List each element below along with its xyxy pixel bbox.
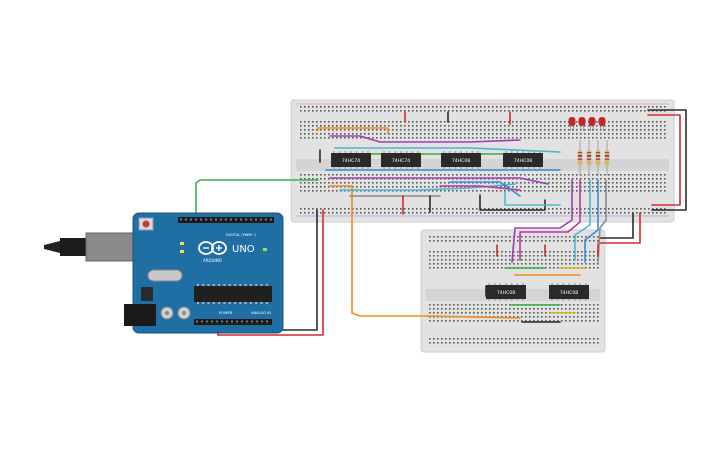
resistor-group xyxy=(577,140,610,176)
chip-label: 74HC08 xyxy=(452,158,470,164)
resistor-3[interactable] xyxy=(595,140,601,176)
voltage-regulator xyxy=(141,287,153,301)
reset-icon[interactable] xyxy=(142,220,150,228)
chips-top: 74HC74 74HC74 74HC08 74HC08 xyxy=(331,151,543,169)
atmega-chip xyxy=(194,286,272,302)
wire-red-bridge xyxy=(597,212,641,244)
mcu-pins xyxy=(197,284,268,304)
resistor-1[interactable] xyxy=(577,140,583,176)
led-4[interactable] xyxy=(598,117,606,131)
led-1[interactable] xyxy=(568,117,576,131)
resistor-4[interactable] xyxy=(604,140,610,176)
chip-bottom-2[interactable]: 74HC08 xyxy=(549,283,589,301)
chip-label: 74HC74 xyxy=(342,158,360,164)
chips-bottom: 74HC08 74HC08 xyxy=(486,283,589,301)
wire-green-arduino xyxy=(195,179,319,214)
chip-top-1[interactable]: 74HC74 xyxy=(331,151,371,169)
power-jack xyxy=(124,304,156,326)
chip-top-4[interactable]: 74HC08 xyxy=(503,151,543,169)
chip-label: 74HC08 xyxy=(560,290,578,296)
digital-label: DIGITAL (PWM~) xyxy=(226,233,256,237)
chip-label: 74HC08 xyxy=(497,290,515,296)
wire-red-right xyxy=(647,114,681,206)
analog-label: ANALOG IN xyxy=(251,311,271,315)
wire-black-right xyxy=(647,109,687,211)
wire-black-bridge xyxy=(599,212,634,239)
chip-label: 74HC74 xyxy=(392,158,410,164)
usb-cable xyxy=(34,232,135,262)
digital-header[interactable] xyxy=(178,217,274,223)
wire-orange-top xyxy=(317,127,389,134)
brand-label: ARDUINO xyxy=(203,258,222,263)
power-label: POWER xyxy=(219,311,233,315)
crystal xyxy=(147,269,183,282)
breadboard-top[interactable] xyxy=(290,99,675,223)
arduino-logo-icon xyxy=(198,241,227,255)
led-group xyxy=(568,117,606,131)
arduino-uno-board[interactable]: UNO ARDUINO DIGITAL (PWM~) POWER ANALOG … xyxy=(34,212,284,334)
resistor-2[interactable] xyxy=(586,140,592,176)
led-3[interactable] xyxy=(588,117,596,131)
model-label: UNO xyxy=(232,244,255,255)
chip-label: 74HC08 xyxy=(514,158,532,164)
power-analog-header[interactable] xyxy=(194,319,272,325)
chip-bottom-1[interactable]: 74HC08 xyxy=(486,283,526,301)
wire-orange-long xyxy=(329,185,521,319)
chip-top-2[interactable]: 74HC74 xyxy=(381,151,421,169)
led-2[interactable] xyxy=(578,117,586,131)
chip-top-3[interactable]: 74HC08 xyxy=(441,151,481,169)
